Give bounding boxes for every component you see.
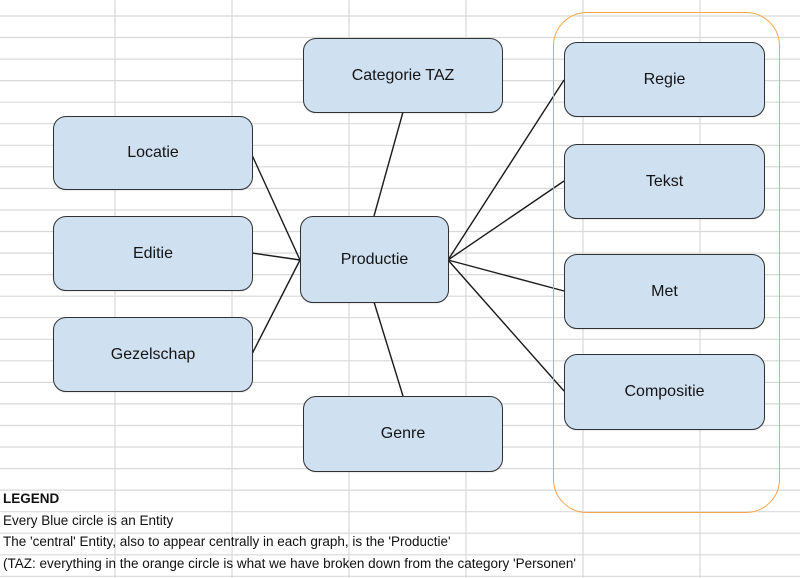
- entity-label: Genre: [380, 425, 426, 442]
- connector-productie-gezelschap: [251, 259, 301, 355]
- connector-productie-compositie: [447, 259, 565, 392]
- connector-productie-regie: [447, 79, 565, 261]
- connector-productie-categorie-taz: [373, 111, 404, 217]
- connector-productie-tekst: [447, 180, 565, 261]
- entity-label: Productie: [340, 250, 409, 268]
- entity-label: Editie: [132, 244, 174, 262]
- entity-editie[interactable]: Editie: [53, 216, 253, 291]
- entity-locatie[interactable]: Locatie: [53, 116, 253, 190]
- entity-genre[interactable]: Genre: [303, 396, 503, 472]
- legend-line-entity: Every Blue circle is an Entity: [3, 513, 174, 528]
- entity-label: Gezelschap: [110, 345, 196, 363]
- personen-group-outline: [553, 12, 780, 513]
- legend-title: LEGEND: [3, 491, 60, 506]
- entity-compositie[interactable]: Compositie: [564, 354, 765, 430]
- connector-productie-locatie: [251, 154, 301, 261]
- connector-productie-met: [447, 259, 565, 292]
- entity-label: Locatie: [127, 144, 179, 161]
- entity-productie[interactable]: Productie: [300, 216, 449, 303]
- entity-label: Categorie TAZ: [351, 66, 455, 84]
- legend-line-central: The 'central' Entity, also to appear cen…: [3, 534, 451, 549]
- entity-label: Regie: [643, 70, 686, 88]
- legend-line-taz: (TAZ: everything in the orange circle is…: [3, 556, 576, 571]
- entity-categorie-taz[interactable]: Categorie TAZ: [303, 38, 503, 113]
- entity-label: Tekst: [645, 172, 684, 190]
- connector-productie-genre: [373, 301, 404, 397]
- entity-gezelschap[interactable]: Gezelschap: [53, 317, 253, 392]
- entity-label: Met: [651, 282, 678, 300]
- entity-tekst[interactable]: Tekst: [564, 144, 765, 219]
- entity-label: Compositie: [624, 383, 705, 400]
- connector-productie-editie: [251, 252, 301, 261]
- entity-met[interactable]: Met: [564, 254, 765, 329]
- entity-regie[interactable]: Regie: [564, 42, 765, 117]
